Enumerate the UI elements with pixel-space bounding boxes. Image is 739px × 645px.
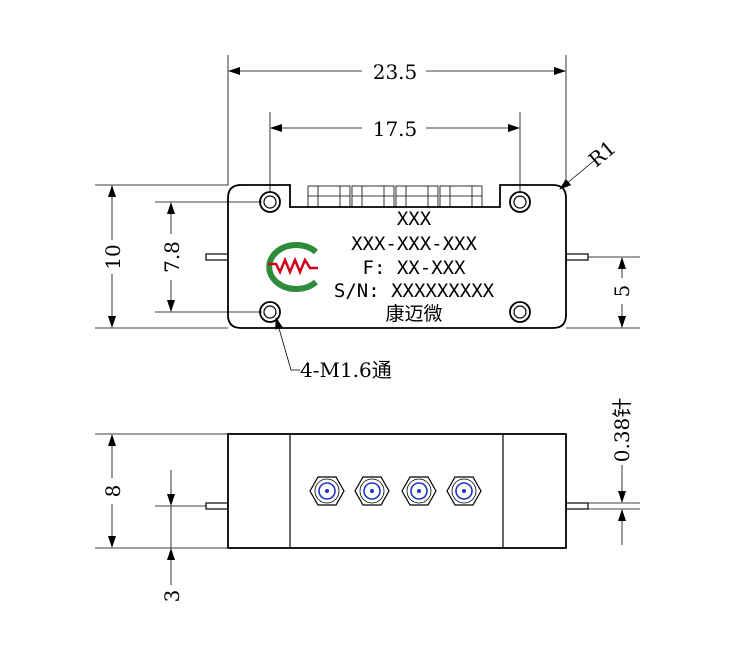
dim-hole-spacing-text: 17.5 [373,117,418,141]
dim-hole-vertical: 7.8 [155,201,262,313]
dim-side-height: 8 [95,433,228,549]
side-pin-right [565,502,589,510]
dim-corner-radius-text: R1 [584,136,621,172]
dim-corner-radius: R1 [559,136,621,190]
mounting-hole-bottom-left [259,301,281,323]
connector-2 [354,476,390,506]
dim-pin-height: 5 [566,256,640,329]
connector-3 [401,476,437,506]
mounting-hole-top-right [509,191,531,213]
label-line-1: XXX [397,208,432,230]
pin-left [205,253,229,261]
label-line-4: S/N: XXXXXXXXX [334,280,495,302]
dim-overall-height: 10 [95,184,228,329]
side-view-body [227,433,567,549]
label-line-2: XXX-XXX-XXX [351,233,477,255]
top-connectors [307,185,483,208]
company-logo [266,242,318,292]
mounting-hole-top-left [259,191,281,213]
top-view-body [227,184,567,329]
dim-pin-offset-text: 3 [160,590,184,603]
dim-hole-spacing: 17.5 [269,112,521,192]
dim-pin-height-text: 5 [610,285,634,298]
label-line-3: F: XX-XXX [363,257,467,279]
dim-pin-diameter: 0.38针 [588,398,640,545]
side-view: 8 3 0.38针 [95,398,640,602]
connector-4 [446,476,482,506]
dim-pin-offset: 3 [155,470,206,602]
hole-callout: 4-M1.6通 [275,317,392,382]
dim-overall-height-text: 10 [101,244,125,269]
dim-side-height-text: 8 [101,485,125,498]
label-line-5: 康迈微 [385,303,442,325]
pin-right [565,253,589,261]
top-view: XXX XXX-XXX-XXX F: XX-XXX S/N: XXXXXXXXX… [95,55,640,382]
dim-hole-vertical-text: 7.8 [160,241,184,273]
dim-pin-diameter-text: 0.38针 [610,398,634,463]
hole-callout-text: 4-M1.6通 [300,358,392,382]
mounting-hole-bottom-right [509,301,531,323]
dim-overall-width: 23.5 [227,55,567,185]
side-pin-left [205,502,229,510]
connector-1 [309,476,345,506]
dim-overall-width-text: 23.5 [373,60,418,84]
